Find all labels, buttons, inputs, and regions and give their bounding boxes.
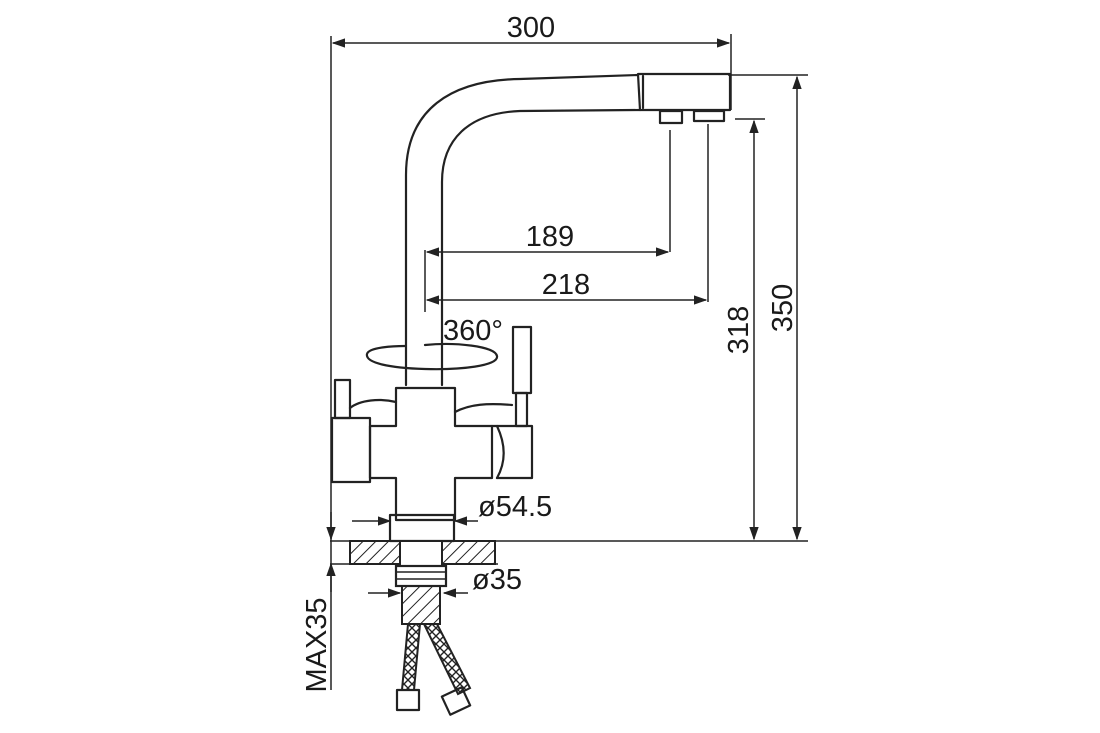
label-189: 189 [526,221,574,253]
right-handle-block [490,424,534,480]
left-handle-lever [333,378,352,420]
main-body [368,386,494,522]
faucet-outline [330,72,732,716]
label-318: 318 [723,306,755,354]
right-lever-stem [514,391,529,428]
hose-fitting-right [440,686,472,716]
label-350: 350 [767,284,799,332]
outlet-nozzle-2 [692,109,726,123]
outlet-nozzle-1 [658,109,684,125]
shank-top [399,540,443,570]
label-218: 218 [542,269,590,301]
right-shoulder-curve [453,403,514,414]
mounting-nut [394,564,448,588]
left-shoulder-curve [348,398,398,410]
right-lever-top [511,325,533,395]
label-shank-diameter: ø35 [472,564,522,596]
label-rotation: 360° [443,315,503,347]
dimension-labels: 300 189 218 360° ø54.5 ø35 318 350 MAX35 [301,12,799,693]
hose-fitting-left [395,688,421,712]
spout-head [636,72,732,112]
spout-outer-edge [404,73,640,387]
spout-inner-edge [440,108,642,387]
label-base-diameter: ø54.5 [478,491,552,523]
left-handle-block [330,416,372,484]
label-max35: MAX35 [301,597,333,692]
flex-hose-left [400,623,422,691]
dimension-lines [326,34,808,690]
flex-hose-right [422,623,472,696]
label-300: 300 [507,12,555,44]
rotation-ellipse [365,342,499,371]
threaded-rod [401,585,441,625]
right-handle-curve [495,424,505,480]
